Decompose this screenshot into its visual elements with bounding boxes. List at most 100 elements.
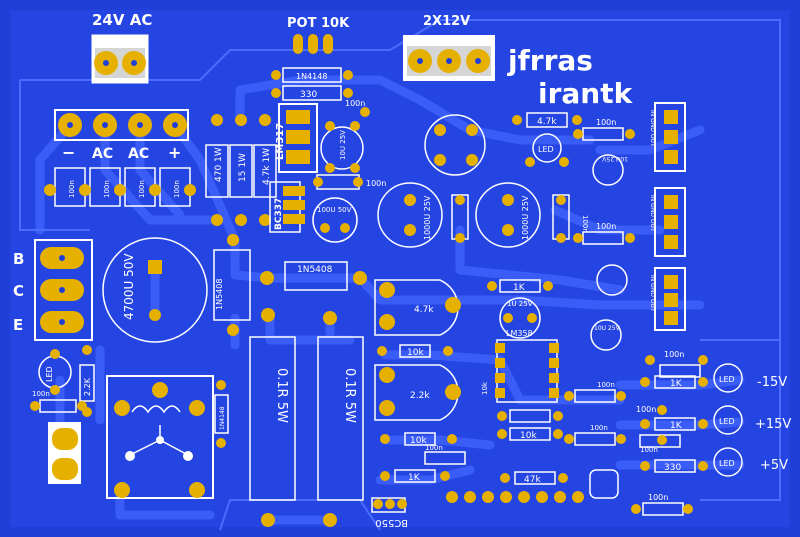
d1n5408-outline <box>284 261 348 291</box>
r47-right-outline <box>526 112 568 128</box>
c1000u-b-label: 1000U 25V <box>521 195 530 240</box>
r1k-mid-label: 1K <box>513 283 526 293</box>
diode-top-label: 1N4148 <box>296 72 327 81</box>
r330-top-label: 330 <box>300 90 317 100</box>
r15-label: 15 1W <box>238 153 248 182</box>
brand-line1: jfrras <box>507 44 593 77</box>
c100u50-outline <box>312 197 358 243</box>
c100n-right2-label: 100n <box>596 222 616 231</box>
c100n-h-label: 100n <box>425 444 443 452</box>
copper-outline <box>19 19 781 531</box>
lm317-label: LM317 <box>275 123 286 160</box>
terminal-ac2-label: AC <box>128 146 149 162</box>
c100n-i-label: 100n <box>597 381 615 389</box>
bridge-label: 1N5408 <box>215 279 224 310</box>
pot-header-pins <box>293 34 333 54</box>
c100n-right-label: 100n <box>581 215 589 233</box>
shunt-b-label: 0.1R 5W <box>342 368 357 423</box>
r47k-b-label: 47k <box>524 475 541 485</box>
lm317-pads <box>286 110 310 164</box>
r10k-a-label: 10k <box>407 348 424 358</box>
filter-cap-pads <box>44 184 196 196</box>
pot22k-label: 2.2k <box>410 391 430 401</box>
r470-label: 470 1W <box>214 147 224 182</box>
c1000u-b-outline <box>475 182 541 248</box>
top-resistor-pads <box>271 70 353 98</box>
led-top-outline <box>532 133 562 163</box>
lm317-outline <box>278 103 318 173</box>
c4700u-label: 4700U 50V <box>122 253 136 320</box>
cap-top-label: 100n <box>345 99 365 108</box>
regulator-headers <box>654 102 686 331</box>
diode-top-outline <box>282 67 342 83</box>
cap-c-label: 100n <box>138 180 146 198</box>
r330-out-label: 330 <box>664 463 681 473</box>
r10k-c-label: 10k <box>410 436 427 446</box>
pot-header-label: POT 10K <box>287 16 350 31</box>
c100n-out3-label: 100n <box>648 493 668 502</box>
r47-right-label: 4.7k <box>537 117 557 127</box>
c10u-right2-label: 10U 25V <box>594 325 621 332</box>
terminal-ac1-label: AC <box>92 146 113 162</box>
c100n-j-label: 100n <box>590 424 608 432</box>
led-out1-label: LED <box>719 375 735 384</box>
output-plus5-label: +5V <box>760 458 788 473</box>
transformer-connector <box>403 35 495 81</box>
led-out3-label: LED <box>719 459 735 468</box>
relay-pads <box>114 382 205 498</box>
d1n5408-label: 1N5408 <box>297 265 333 275</box>
terminal-minus-label: − <box>62 143 75 162</box>
transistor-e-label: E <box>13 316 23 334</box>
brand-line2: irantk <box>538 77 634 110</box>
c1000u-a-label: 1000U 25V <box>423 195 432 240</box>
bridge-top-outline <box>424 114 486 176</box>
c10u-right-label: 10U 25V <box>601 155 628 162</box>
c100n-out1-label: 100n <box>664 350 684 359</box>
bottom-pin-row <box>446 491 584 503</box>
regulator-pads <box>664 110 678 325</box>
bc337-label: BC337 <box>274 198 284 230</box>
relay-outline <box>106 375 214 499</box>
input-header-label: 24V AC <box>92 11 152 29</box>
r10k-d-label: 10k <box>520 431 537 441</box>
vertical-resistors <box>205 144 277 198</box>
led-top-label: LED <box>538 145 554 154</box>
bce-outline <box>34 239 93 341</box>
cap-mid-label: 100n <box>366 179 386 188</box>
c10u-top-outline <box>320 126 364 170</box>
c100n-left-label: 100n <box>32 390 50 398</box>
c4700u-outline <box>102 237 208 343</box>
transformer-header-label: 2X12V <box>423 14 470 29</box>
r1k-b-label: 1K <box>408 473 421 483</box>
r330-top-outline <box>282 85 342 101</box>
transistor-c-label: C <box>13 282 24 300</box>
lm358-label: LM358 <box>506 329 533 338</box>
bridge-outline <box>213 249 251 321</box>
input-connector <box>91 34 149 84</box>
output-minus15-label: -15V <box>757 375 787 390</box>
lm358-outline <box>496 339 558 403</box>
cap-b-label: 100n <box>103 180 111 198</box>
lm358-pads <box>495 343 559 398</box>
cap-a-label: 100n <box>68 180 76 198</box>
r1k-out1-label: 1K <box>670 379 683 389</box>
transistor-b-label: B <box>13 250 24 268</box>
push-button-outline <box>589 469 619 499</box>
reg3-label: IN GND OUT <box>649 275 656 312</box>
c100n-right1-label: 100n <box>596 118 616 127</box>
c10u-top-label: 10U 25V <box>339 130 347 160</box>
led-left-label: LED <box>45 366 54 382</box>
c1000u-a-outline <box>377 182 443 248</box>
d1n4148-left-label: 1N4148 <box>219 406 226 430</box>
r22k-left-label: 2.2K <box>83 377 92 396</box>
output-plus15-label: +15V <box>755 417 791 432</box>
terminal-strip <box>54 109 189 141</box>
cap-d-label: 100n <box>173 180 181 198</box>
r10k-b-label: 10k <box>481 381 489 395</box>
c100n-out4-label: 100n <box>640 446 658 454</box>
c100u50-label: 100U 50V <box>317 206 352 214</box>
reg2-label: IN GND OUT <box>649 195 656 232</box>
shunt-b-outline <box>317 336 364 501</box>
led-out2-label: LED <box>719 417 735 426</box>
